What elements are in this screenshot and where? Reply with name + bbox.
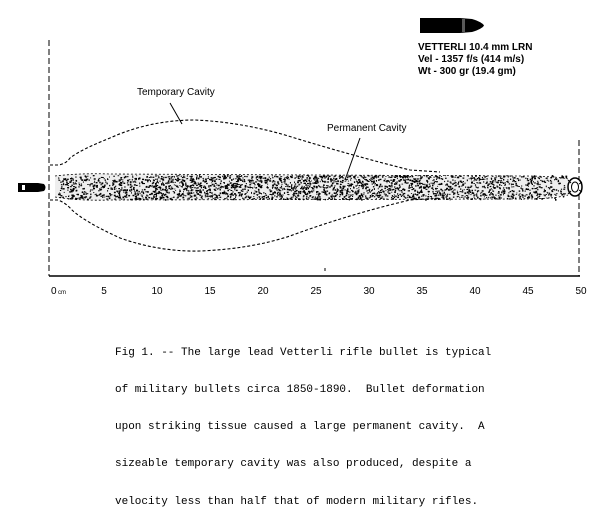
entry-bullet-icon [18,183,46,192]
axis-tick-label: 35 [416,286,428,297]
temporary-cavity-label: Temporary Cavity [137,87,215,98]
permanent-cavity-band [54,173,569,201]
axis-tick-label: 0 [51,286,57,297]
temporary-cavity-outline-bottom [50,197,441,252]
axis-tick-label: 50 [575,286,587,297]
caption-line: sizeable temporary cavity was also produ… [115,458,472,471]
axis-tick-label: 15 [204,286,216,297]
bullet-velocity: Vel - 1357 f/s (414 m/s) [418,54,525,65]
bullet-weight: Wt - 300 gr (19.4 gm) [418,66,516,77]
axis-tick-label: 25 [310,286,322,297]
axis-tick-label: 40 [469,286,481,297]
permanent-cavity-leader [344,137,361,181]
bullet-icon [420,18,484,33]
axis-tick-label: 5 [101,286,107,297]
axis-unit-label: cm [58,290,66,296]
figure-caption: Fig 1. -- The large lead Vetterli rifle … [115,322,585,521]
permanent-cavity-label: Permanent Cavity [327,123,407,134]
temporary-cavity-leader [169,102,183,125]
bullet-name: VETTERLI 10.4 mm LRN [418,42,533,53]
caption-line: Fig 1. -- The large lead Vetterli rifle … [115,346,492,359]
axis-tick-label: 30 [363,286,375,297]
caption-line: velocity less than half that of modern m… [115,495,479,508]
axis-tick-label: 10 [151,286,163,297]
caption-line: of military bullets circa 1850-1890. Bul… [115,384,485,397]
axis-tick-label: 45 [522,286,534,297]
bullet-info-block: VETTERLI 10.4 mm LRN Vel - 1357 f/s (414… [418,42,532,78]
axis-tick-label: 20 [257,286,269,297]
caption-line: upon striking tissue caused a large perm… [115,421,485,434]
deformed-bullet-icon [567,177,583,197]
temporary-cavity-outline-top [50,119,441,173]
